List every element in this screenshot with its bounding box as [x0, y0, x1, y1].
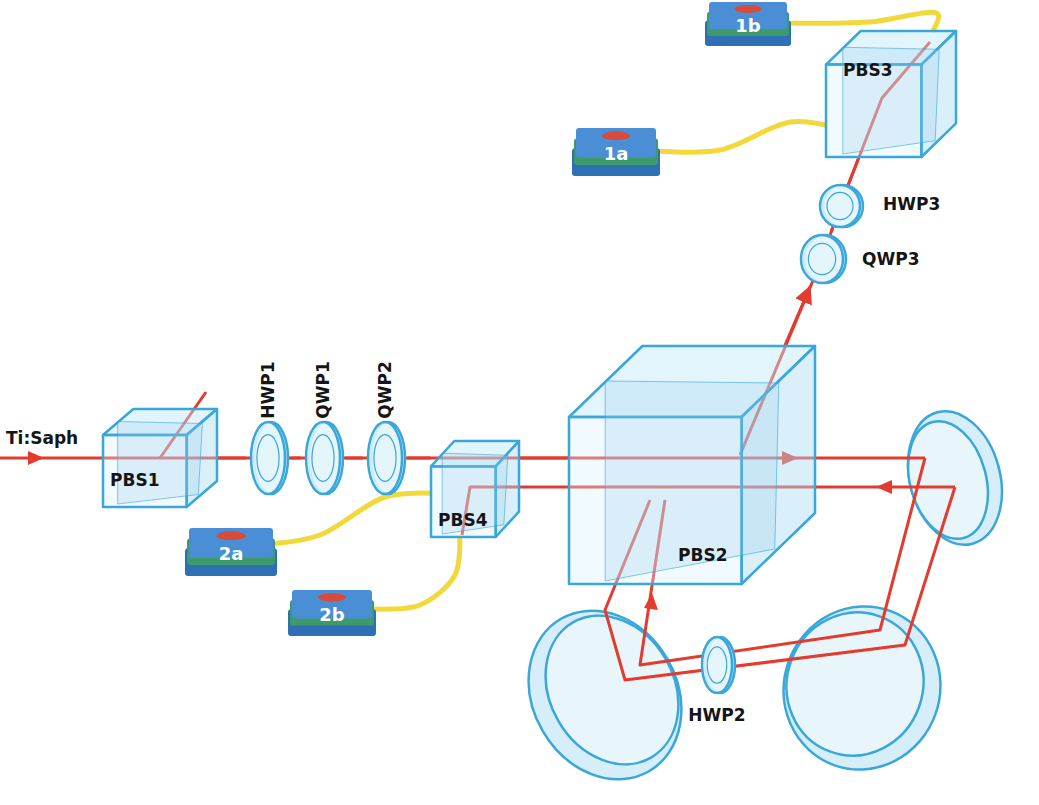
- plate-face: [702, 637, 732, 693]
- laser-beam: [408, 457, 430, 460]
- laser-beam: [785, 287, 810, 345]
- plate-inner: [312, 435, 334, 482]
- component-label: QWP2: [375, 361, 395, 419]
- laser-beam: [520, 457, 568, 460]
- source-label: Ti:Saph: [6, 428, 78, 448]
- detector: 1a: [572, 128, 660, 176]
- splitting-plane: [118, 422, 203, 505]
- plate-inner: [808, 243, 835, 274]
- beam-splitter-cube: PBS3: [825, 30, 957, 158]
- detector: 1b: [705, 2, 791, 46]
- component-label: 2b: [319, 605, 344, 625]
- detector-window: [734, 5, 762, 13]
- laser-beam: [346, 457, 362, 460]
- wave-plate: HWP2: [682, 635, 752, 735]
- beam-arrowhead: [644, 593, 658, 610]
- beam-arrowhead: [28, 451, 44, 465]
- detector: 2b: [288, 590, 376, 636]
- component-label: QWP3: [862, 249, 920, 269]
- component-label: HWP3: [883, 194, 940, 214]
- plate-inner: [257, 435, 279, 482]
- plate-face: [306, 422, 340, 494]
- detector-window: [602, 131, 630, 140]
- plate-face: [801, 235, 843, 283]
- plate-face: [820, 185, 860, 227]
- wave-plate: QWP1: [300, 360, 346, 500]
- wave-plate: HWP1: [245, 360, 291, 500]
- mirror: [499, 583, 712, 805]
- component-label: PBS1: [110, 470, 160, 490]
- beam-splitter-cube: PBS4: [430, 440, 520, 538]
- cube-outline: [825, 30, 957, 158]
- optical-fiber: [376, 538, 460, 609]
- component-label: QWP1: [313, 361, 333, 419]
- detector-window: [216, 531, 245, 540]
- splitting-plane: [605, 381, 779, 581]
- wave-plate: QWP3: [790, 231, 935, 287]
- component-label: PBS3: [843, 60, 893, 80]
- detector: 2a: [185, 528, 277, 576]
- wave-plate: QWP2: [362, 360, 408, 500]
- laser-beam: [218, 457, 245, 460]
- component-label: HWP1: [258, 361, 278, 418]
- plate-face: [368, 422, 402, 494]
- mirror: [761, 584, 964, 791]
- plate-face: [251, 422, 285, 494]
- splitting-plane: [843, 47, 939, 154]
- component-label: HWP2: [688, 705, 745, 725]
- component-label: 1b: [735, 16, 760, 36]
- mirror-rim: [896, 412, 1000, 548]
- component-label: PBS2: [678, 545, 728, 565]
- component-label: 1a: [604, 144, 629, 164]
- mirror-rim: [766, 593, 943, 775]
- beam-arrowhead: [876, 480, 892, 494]
- optical-fiber: [660, 122, 825, 153]
- plate-inner: [374, 435, 396, 482]
- optical-fiber: [791, 12, 939, 30]
- wave-plate: HWP3: [808, 184, 953, 228]
- mirror: [894, 401, 1016, 556]
- detector-window: [318, 593, 346, 601]
- component-label: PBS4: [438, 510, 488, 530]
- beam-splitter-cube: PBS1: [102, 408, 218, 508]
- component-label: 2a: [219, 544, 244, 564]
- laser-beam: [832, 228, 833, 231]
- plate-inner: [707, 647, 727, 683]
- mirror-rim: [519, 591, 704, 788]
- laser-beam: [849, 158, 859, 184]
- laser-beams: [0, 42, 955, 680]
- plate-inner: [827, 192, 853, 219]
- beam-splitter-cube: PBS2: [568, 345, 816, 585]
- laser-beam: [291, 457, 300, 460]
- cube-outline: [102, 408, 218, 508]
- optical-fiber: [277, 493, 430, 543]
